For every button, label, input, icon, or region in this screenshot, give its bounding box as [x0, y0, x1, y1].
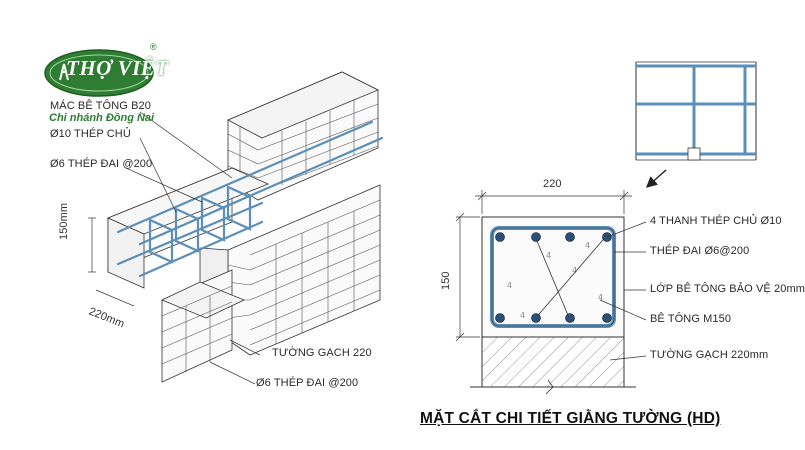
rebar-cage [116, 120, 384, 278]
section-arrow [645, 169, 667, 188]
aggregate-marks: 4 4 4 4 4 4 [507, 241, 603, 320]
key-plan [635, 61, 757, 188]
iso-leaders [125, 111, 261, 385]
svg-text:4: 4 [585, 241, 590, 250]
section-dimensions [455, 190, 632, 342]
stirrup-3 [200, 196, 226, 242]
label-concrete-grade: MÁC BÊ TÔNG B20 [50, 100, 151, 112]
label-stirrup-top: Ø6 THÉP ĐAI @200 [50, 158, 153, 170]
section-height-dim: 150 [440, 271, 452, 290]
svg-text:4: 4 [507, 281, 512, 290]
stirrup-2 [174, 207, 200, 253]
brick-courses-lower [227, 199, 381, 346]
iso-dimensions [88, 217, 135, 307]
label-stirrups: THÉP ĐAI Ø6@200 [650, 245, 750, 257]
svg-text:4: 4 [520, 311, 525, 320]
main-bar-2 [138, 136, 384, 246]
brand-registered-mark: ® [150, 42, 157, 52]
iso-height-dim: 150mm [58, 202, 70, 240]
svg-text:4: 4 [572, 266, 577, 275]
label-cover: LỚP BÊ TÔNG BẢO VỆ 20mm [650, 283, 805, 295]
main-bar-4 [138, 220, 264, 278]
tie-beam-end [107, 217, 145, 289]
brand-logo [44, 49, 154, 97]
stirrup-1 [148, 218, 174, 264]
label-concrete: BÊ TÔNG M150 [650, 313, 732, 325]
main-bar-3 [116, 201, 264, 266]
brand-branch: Chi nhánh Đồng Nai [49, 112, 155, 124]
front-pier-top [161, 281, 245, 319]
label-wall-iso: TƯỜNG GẠCH 220 [272, 347, 372, 359]
section-leaders [599, 221, 647, 361]
label-main-steel: Ø10 THÉP CHỦ [50, 128, 131, 140]
label-main-bars: 4 THANH THÉP CHỦ Ø10 [650, 215, 782, 227]
section-wall [481, 336, 625, 388]
brand-name: THỢ VIỆT [66, 56, 169, 80]
stirrup-4 [226, 185, 252, 231]
drawing-title: MẶT CẮT CHI TIẾT GIẰNG TƯỜNG (HD) [420, 410, 721, 427]
section-detail: 4 4 4 4 4 4 [455, 190, 647, 395]
label-stirrup-bottom: Ø6 THÉP ĐAI @200 [256, 377, 359, 389]
svg-text:4: 4 [546, 251, 551, 260]
brick-courses-pier [161, 285, 233, 372]
section-width-dim: 220 [543, 178, 562, 190]
main-bar-1 [116, 120, 374, 234]
label-wall-section: TƯỜNG GẠCH 220mm [650, 349, 769, 361]
beam-section [481, 216, 625, 338]
svg-text:4: 4 [598, 293, 603, 302]
